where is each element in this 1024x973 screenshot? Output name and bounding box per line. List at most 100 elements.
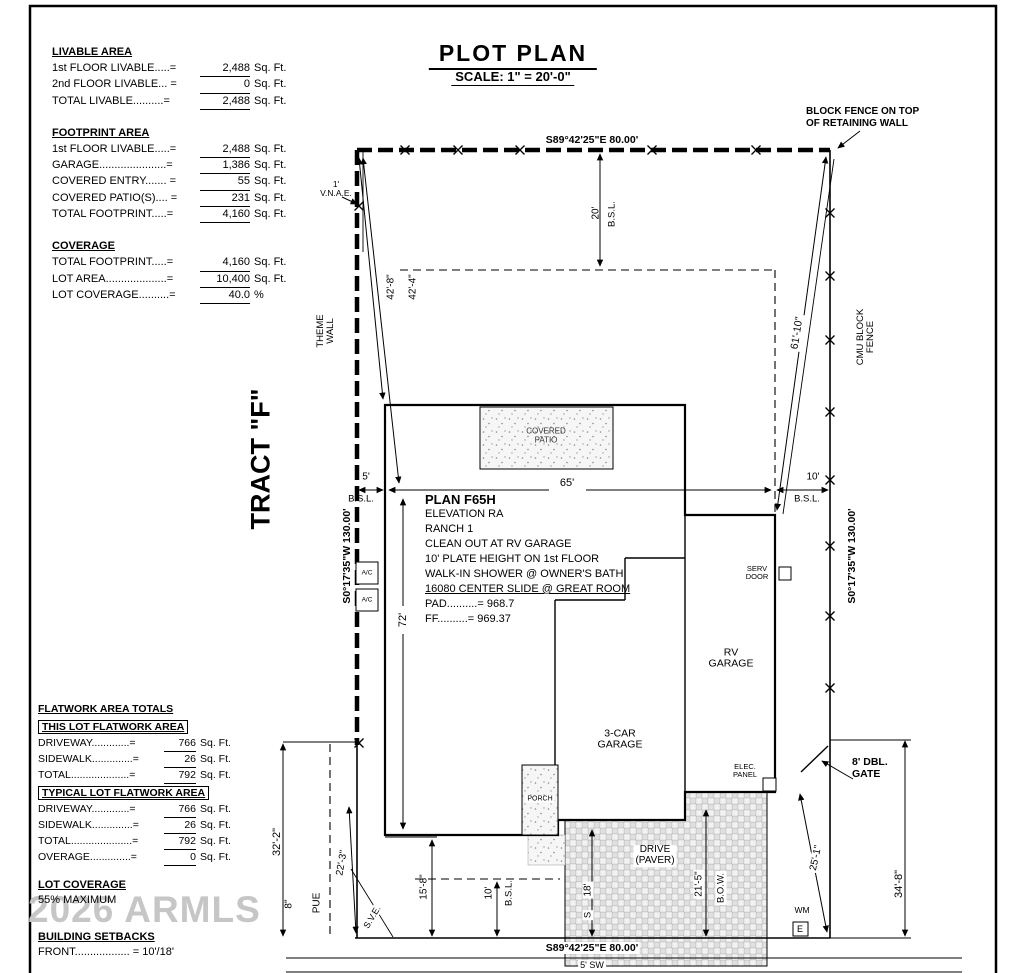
row-unit: Sq. Ft. xyxy=(200,803,231,815)
sheet-border xyxy=(28,4,998,973)
plan-line: ELEVATION RA xyxy=(425,508,504,520)
table-row: 1st FLOOR LIVABLE.....= 2,488 Sq. Ft. xyxy=(52,61,298,78)
row-unit: Sq. Ft. xyxy=(254,159,287,172)
footprint-area-header: FOOTPRINT AREA xyxy=(52,126,150,139)
three-car-garage-label: 3-CAR GARAGE xyxy=(597,728,643,752)
covered-patio-line: PATIO xyxy=(534,435,558,444)
building-setbacks-header: BUILDING SETBACKS xyxy=(38,931,155,943)
vnae-name: V.N.A.E. xyxy=(320,188,352,198)
row-label: COVERED ENTRY....... = xyxy=(52,175,176,188)
s-label: S xyxy=(582,909,594,921)
row-value: 766 xyxy=(164,736,196,752)
service-door-line: SERV xyxy=(746,563,768,573)
row-label: SIDEWALK..............= xyxy=(38,753,139,765)
armls-watermark: 2026 ARMLS xyxy=(28,889,261,930)
row-unit: Sq. Ft. xyxy=(254,62,287,74)
row-unit: Sq. Ft. xyxy=(254,94,287,107)
row-value: 792 xyxy=(164,834,196,850)
rv-garage-line: GARAGE xyxy=(708,658,754,670)
row-unit: Sq. Ft. xyxy=(254,272,287,285)
row-label: TOTAL FOOTPRINT.....= xyxy=(52,208,174,221)
plan-line: CLEAN OUT AT RV GARAGE xyxy=(425,538,572,550)
row-value: 0 xyxy=(200,77,250,94)
block-fence-note-line: BLOCK FENCE ON TOP xyxy=(806,106,920,117)
row-value: 792 xyxy=(164,768,196,784)
row-label: TOTAL.....................= xyxy=(38,835,139,847)
gate-note-line: 8' DBL. xyxy=(852,756,888,768)
plan-line: RANCH 1 xyxy=(425,523,474,535)
row-value: 26 xyxy=(164,818,196,834)
row-value: 4,160 xyxy=(200,255,250,272)
bearing-bottom-label: S89°42'25"E 80.00' xyxy=(543,942,641,954)
gate-note: 8' DBL. GATE xyxy=(852,756,888,780)
row-label: 2nd FLOOR LIVABLE... = xyxy=(52,78,177,91)
lot-coverage-header: LOT COVERAGE xyxy=(38,879,127,891)
drive-line: DRIVE xyxy=(639,844,671,856)
vnae-label: 1' V.N.A.E. xyxy=(320,179,352,198)
dim-34-8-label: 34'-8" xyxy=(893,869,905,899)
pad-elevation: PAD..........= 968.7 xyxy=(425,598,515,610)
pue-label: PUE xyxy=(311,892,323,914)
plan-line: WALK-IN SHOWER @ OWNER'S BATH xyxy=(425,568,624,580)
dim-21-5-label: 21'-5" xyxy=(693,869,705,899)
table-row: 2nd FLOOR LIVABLE... = 0 Sq. Ft. xyxy=(52,77,298,94)
row-value: 2,488 xyxy=(200,94,250,110)
row-value: 2,488 xyxy=(200,142,250,159)
row-label: LOT COVERAGE..........= xyxy=(52,288,176,301)
service-door-line: DOOR xyxy=(745,572,769,581)
tract-f-label: TRACT "F" xyxy=(245,388,276,530)
dim-18-label: 18' xyxy=(582,881,594,899)
drive-label: DRIVE (PAVER) xyxy=(633,844,677,867)
plan-line: 10' PLATE HEIGHT ON 1st FLOOR xyxy=(425,553,600,565)
ac-unit-1 xyxy=(355,561,379,585)
lot-coverage-text: 55% MAXIMUM xyxy=(38,894,117,906)
row-unit: Sq. Ft. xyxy=(254,142,287,155)
row-label: 1st FLOOR LIVABLE.....= xyxy=(52,62,177,74)
sidewalk-width-label: 5' SW xyxy=(578,960,606,970)
three-car-garage-line: GARAGE xyxy=(597,739,643,751)
row-value: 2,488 xyxy=(200,61,250,78)
dim-42-4-label: 42'-4" xyxy=(407,274,419,300)
dim-15-8-label: 15'-8" xyxy=(418,874,430,900)
row-label: DRIVEWAY.............= xyxy=(38,737,136,749)
bsl-front-label: B.S.L. xyxy=(503,880,515,906)
bsl-left-label: B.S.L. xyxy=(348,493,374,505)
walkway xyxy=(527,834,566,866)
row-label: TOTAL....................= xyxy=(38,769,136,781)
ac-label-1: A/C xyxy=(361,569,373,577)
row-unit: Sq. Ft. xyxy=(254,191,287,204)
row-value: 1,386 xyxy=(200,158,250,175)
row-unit: Sq. Ft. xyxy=(200,835,231,847)
flatwork-header: FLATWORK AREA TOTALS xyxy=(38,703,174,715)
theme-wall-label: THEME WALL xyxy=(315,314,337,347)
rv-garage-line: RV xyxy=(723,646,739,659)
row-label: COVERED PATIO(S).... = xyxy=(52,191,178,204)
bow-label: B.O.W. xyxy=(715,870,727,906)
water-meter-label: WM xyxy=(792,905,812,915)
area-tables-panel: LIVABLE AREA 1st FLOOR LIVABLE.....=2,48… xyxy=(52,46,298,305)
row-unit: Sq. Ft. xyxy=(254,208,287,221)
cmu-fence-label: CMU BLOCK FENCE xyxy=(855,309,877,365)
scale-note: SCALE: 1" = 20'-0" xyxy=(451,69,575,86)
covered-patio-line: COVERED xyxy=(526,426,566,436)
row-unit: Sq. Ft. xyxy=(254,78,287,91)
row-unit: Sq. Ft. xyxy=(254,175,287,188)
dim-5-label: 5' xyxy=(362,471,370,483)
elec-panel-line: PANEL xyxy=(732,770,758,779)
building-setbacks-note: BUILDING SETBACKS FRONT.................… xyxy=(38,931,174,958)
dim-72-label: 72' xyxy=(397,610,409,630)
dim-32-2-label: 32'-2" xyxy=(271,827,283,857)
flatwork-panel: FLATWORK AREA TOTALS THIS LOT FLATWORK A… xyxy=(38,703,240,866)
table-row: TOTAL.....................= 792 Sq. Ft. xyxy=(38,834,240,850)
plan-line: 16080 CENTER SLIDE @ GREAT ROOM xyxy=(425,583,631,595)
row-label: DRIVEWAY.............= xyxy=(38,803,136,815)
electric-meter-label: E xyxy=(796,924,804,934)
dim-10-right-label: 10' xyxy=(806,471,820,483)
